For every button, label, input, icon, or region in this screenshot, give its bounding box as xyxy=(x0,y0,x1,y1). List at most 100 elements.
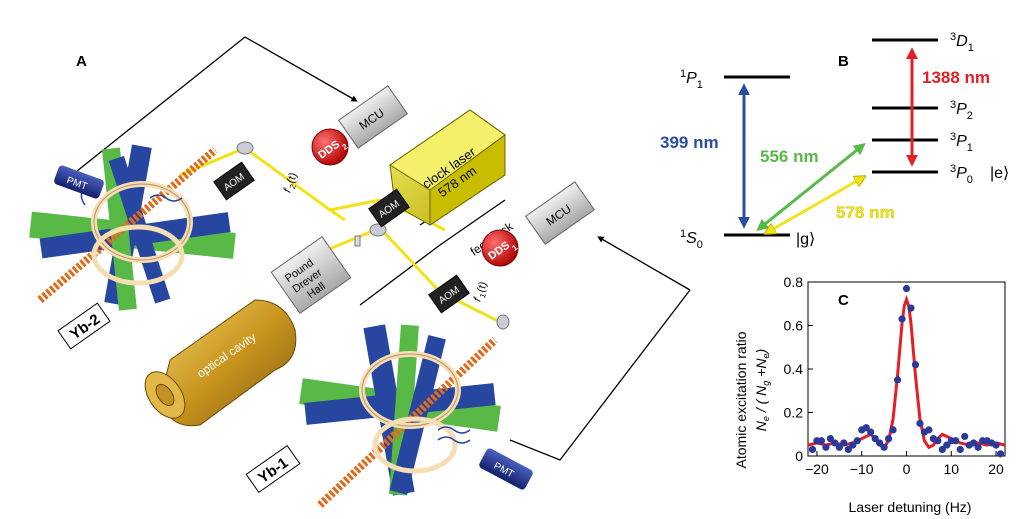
ket-e: |e⟩ xyxy=(990,165,1009,182)
x-tick-label: 10 xyxy=(943,461,959,477)
mirror-bottom-right xyxy=(496,314,510,330)
data-point xyxy=(817,437,826,445)
data-point xyxy=(867,428,875,436)
data-point xyxy=(831,439,839,447)
f2-arg: (t) xyxy=(285,171,300,185)
pmt-right: PMT xyxy=(479,448,533,490)
dds2-unit: DDS 2 xyxy=(311,128,350,166)
y-tick-label: 0.6 xyxy=(784,318,804,334)
data-point xyxy=(835,443,843,451)
label-3P1: 3P1 xyxy=(950,131,973,154)
mirror-top-left xyxy=(236,141,254,155)
data-point xyxy=(889,426,897,434)
data-point xyxy=(862,424,870,432)
data-point xyxy=(956,445,964,454)
data-point xyxy=(893,376,902,384)
yb2-apparatus xyxy=(29,144,236,311)
data-point xyxy=(884,435,893,443)
yb1-apparatus xyxy=(299,324,501,508)
data-point xyxy=(992,441,1000,449)
data-point xyxy=(880,443,888,451)
transition-578 xyxy=(768,178,862,232)
chart-axes: −20 −10 0 10 20 0 0.2 0.4 0.6 0.8 xyxy=(784,274,1006,477)
data-point xyxy=(853,437,861,445)
beam-splitter xyxy=(369,223,387,237)
data-point xyxy=(961,432,969,441)
panel-a: A xyxy=(29,36,691,508)
panel-c: C Atomic excitation ratio Ne / ( Ng +Ne)… xyxy=(733,274,1006,515)
pmt-left: PMT xyxy=(54,165,104,199)
mcu-right: MCU xyxy=(524,181,596,245)
panel-a-label: A xyxy=(76,53,87,70)
y-tick-label: 0.8 xyxy=(784,274,804,290)
f1-label: f xyxy=(471,296,484,304)
data-point xyxy=(970,439,978,447)
chart-xlabel: Laser detuning (Hz) xyxy=(849,499,972,515)
f2-annotation: f 2 (t) xyxy=(281,171,300,195)
data-point xyxy=(840,439,848,447)
y-tick-label: 0.4 xyxy=(784,361,804,377)
data-point xyxy=(907,304,915,312)
x-tick-label: 20 xyxy=(988,461,1004,477)
f1-arg: (t) xyxy=(475,280,490,294)
svg-text:Ne / ( Ng +Ne): Ne / ( Ng +Ne) xyxy=(753,349,771,431)
aom-center: AOM xyxy=(368,188,410,228)
mcu-top: MCU xyxy=(337,85,409,149)
label-1S0: 1S0 xyxy=(680,228,703,251)
data-point xyxy=(844,445,852,454)
data-point xyxy=(934,437,942,445)
aom-bottom: AOM xyxy=(428,274,470,314)
data-point xyxy=(996,450,1005,458)
x-tick-label: 0 xyxy=(903,461,911,477)
x-tick-label: −10 xyxy=(850,461,874,477)
data-point xyxy=(876,439,884,447)
f2-sub: 2 xyxy=(288,183,298,191)
data-point xyxy=(898,315,906,323)
data-point xyxy=(916,419,924,427)
chart-ylabel-line2: Ne / ( Ng +Ne) xyxy=(753,349,771,431)
panel-c-label: C xyxy=(838,292,849,309)
dds2-sub: 2 xyxy=(340,142,349,152)
f1-sub: 1 xyxy=(478,292,488,300)
data-point xyxy=(925,426,933,434)
data-point xyxy=(902,284,911,293)
chart-ylabel-line1: Atomic excitation ratio xyxy=(733,331,749,468)
optical-cavity: optical cavity xyxy=(144,299,297,427)
ket-g: |g⟩ xyxy=(796,231,815,248)
panel-b-label: B xyxy=(838,53,849,70)
label-3P2: 3P2 xyxy=(950,99,973,122)
y-tick-label: 0.2 xyxy=(784,405,804,421)
yb2-label-box: Yb-2 xyxy=(57,302,111,350)
data-point xyxy=(822,443,830,451)
wl-556: 556 nm xyxy=(760,147,819,166)
wl-1388: 1388 nm xyxy=(922,68,990,87)
data-point xyxy=(943,441,951,449)
label-3P0: 3P0 xyxy=(950,163,973,186)
data-point xyxy=(849,441,857,449)
waveplate xyxy=(354,235,361,247)
panel-b: B 1P1 1S0 3D1 3P2 3P1 3P0 |e⟩ |g⟩ 399 nm… xyxy=(660,31,1009,251)
data-point xyxy=(871,435,879,443)
data-point xyxy=(826,435,834,443)
wl-399: 399 nm xyxy=(660,133,719,152)
wl-578: 578 nm xyxy=(836,203,895,222)
y-tick-label: 0 xyxy=(795,448,803,464)
label-3D1: 3D1 xyxy=(950,31,974,54)
label-1P1: 1P1 xyxy=(680,68,703,91)
f2-label: f xyxy=(281,187,294,195)
dds1-unit: DDS 1 xyxy=(481,229,520,267)
data-point xyxy=(974,443,982,451)
clock-laser: clock laser 578 nm xyxy=(389,109,506,226)
data-point xyxy=(911,361,920,369)
aom-left: AOM xyxy=(213,161,255,201)
f1-annotation: f 1 (t) xyxy=(471,280,490,304)
pdh-box: Pound Drever Hall xyxy=(270,236,352,314)
yb1-label-box: Yb-1 xyxy=(245,444,301,494)
data-point xyxy=(952,437,960,445)
x-tick-label: −20 xyxy=(805,461,829,477)
fit-curve xyxy=(807,294,1006,450)
data-point xyxy=(938,445,946,454)
data-point xyxy=(808,445,817,454)
chart-plot-area xyxy=(807,284,1006,458)
